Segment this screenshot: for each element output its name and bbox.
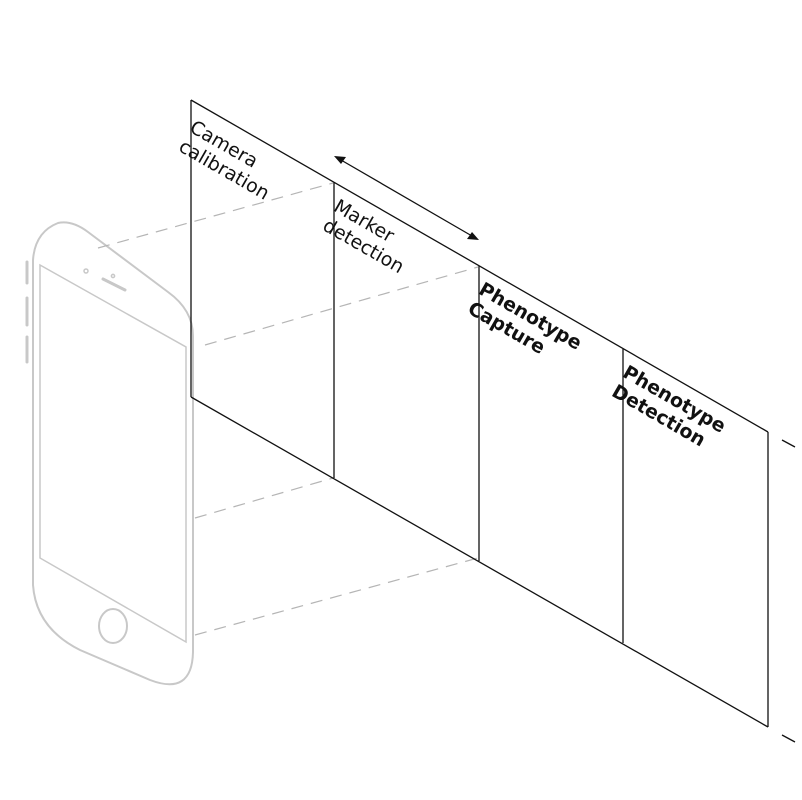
phone-screen [39, 263, 187, 644]
phone-speaker [101, 277, 127, 292]
panel-bottom-edge [190, 396, 769, 728]
projection-line [97, 182, 334, 249]
continuation-dash [781, 734, 796, 743]
phone-body [32, 221, 194, 686]
phone-sensor-dot [110, 273, 116, 279]
phone-camera-dot [83, 268, 89, 274]
projection-line [194, 477, 334, 519]
projection-line [204, 266, 479, 346]
double-arrow-icon [334, 156, 479, 240]
smartphone-icon [25, 221, 194, 686]
stage-panels [190, 99, 796, 743]
projection-lines [97, 182, 479, 636]
phone-home-button [98, 608, 128, 644]
projection-line [194, 557, 479, 636]
continuation-dash [781, 439, 796, 448]
